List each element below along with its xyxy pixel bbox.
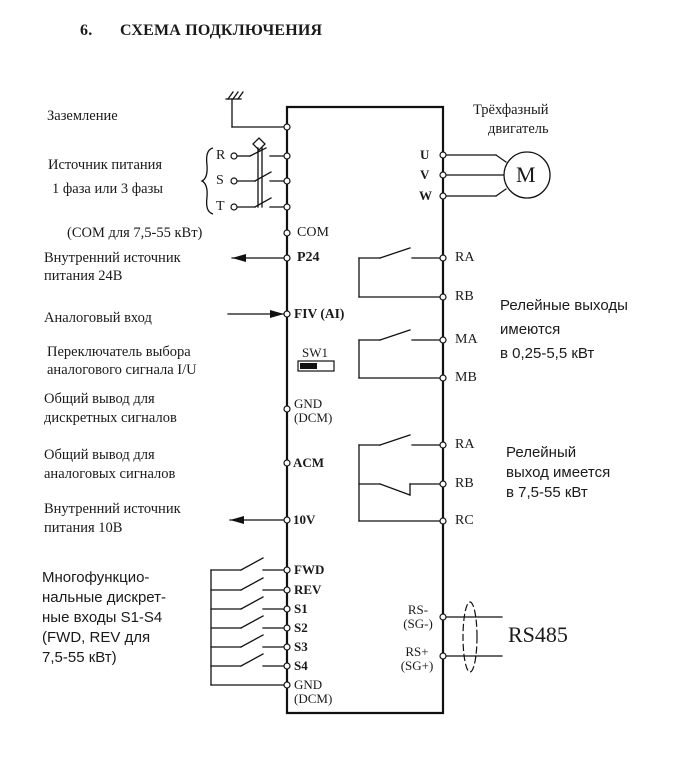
terminal-rc: RC xyxy=(455,513,474,528)
section-title: СХЕМА ПОДКЛЮЧЕНИЯ xyxy=(120,22,323,39)
label-multi-inputs-5: 7,5-55 кВт) xyxy=(42,649,117,666)
label-internal-24v-2: питания 24В xyxy=(44,268,123,284)
terminal-rs-plus-line1: RS+ xyxy=(405,644,429,659)
label-analog-input: Аналоговый вход xyxy=(44,310,152,326)
relay-small-ra-rb xyxy=(358,247,444,298)
terminal-mb: MB xyxy=(455,370,477,385)
terminal-s2: S2 xyxy=(294,620,308,635)
label-acm-common-1: Общий вывод для xyxy=(44,447,155,463)
label-dcm-common-2: дискретных сигналов xyxy=(44,410,177,426)
label-selector-1: Переключатель выбора xyxy=(47,344,191,360)
terminal-s3: S3 xyxy=(294,639,308,654)
terminal-ra-large: RA xyxy=(455,437,475,452)
label-ground: Заземление xyxy=(47,108,118,124)
phase-s: S xyxy=(216,173,224,188)
power-breaker xyxy=(237,137,288,208)
label-internal-24v-1: Внутренний источник xyxy=(44,250,181,266)
terminal-gnd1: GND (DCM) xyxy=(294,397,332,425)
label-rs485: RS485 xyxy=(508,622,568,647)
label-power-source-1: Источник питания xyxy=(48,157,163,173)
10v-arrow-icon xyxy=(230,516,244,524)
arrowheads xyxy=(230,254,317,524)
motor-wires xyxy=(442,154,507,197)
label-relay-small-2: имеются xyxy=(500,321,561,338)
terminal-gnd1-line1: GND xyxy=(294,396,323,411)
discrete-input-switches xyxy=(210,557,288,686)
label-multi-inputs-3: ные входы S1-S4 xyxy=(42,609,163,626)
p24-arrow-icon xyxy=(232,254,246,262)
shield-icon xyxy=(462,601,478,673)
terminal-ma: MA xyxy=(455,332,478,347)
terminal-acm: ACM xyxy=(293,455,325,470)
terminal-circles xyxy=(283,123,447,689)
ground-icon xyxy=(225,91,288,128)
label-multi-inputs: Многофункцио- нальные дискрет- ные входы… xyxy=(42,568,166,668)
label-dcm-common-1: Общий вывод для xyxy=(44,391,155,407)
label-motor-2: двигатель xyxy=(488,121,549,137)
label-motor-1: Трёхфазный xyxy=(473,102,549,118)
phase-brace xyxy=(200,147,214,215)
section-number: 6. xyxy=(80,22,93,39)
terminal-ra-small: RA xyxy=(455,250,475,265)
label-multi-inputs-2: нальные дискрет- xyxy=(42,589,167,606)
terminal-w: W xyxy=(419,188,432,203)
label-relay-large-3: в 7,5-55 кВт xyxy=(506,484,588,501)
motor-symbol: M xyxy=(516,162,536,187)
relay-small-ma-mb xyxy=(358,329,444,379)
terminal-rs-plus: RS+ (SG+) xyxy=(396,645,438,673)
terminal-s4: S4 xyxy=(294,658,308,673)
terminal-rs-plus-line2: (SG+) xyxy=(400,658,434,673)
page-title: 6. СХЕМА ПОДКЛЮЧЕНИЯ xyxy=(80,22,322,40)
label-relay-large-2: выход имеется xyxy=(506,464,611,481)
terminal-com: COM xyxy=(297,225,329,240)
label-internal-10v-1: Внутренний источник xyxy=(44,501,181,517)
terminal-gnd2: GND (DCM) xyxy=(294,678,332,706)
terminal-fwd: FWD xyxy=(294,562,325,577)
phase-r: R xyxy=(216,148,226,163)
label-internal-10v-2: питания 10В xyxy=(44,520,123,536)
label-multi-inputs-1: Многофункцио- xyxy=(42,569,150,586)
label-relay-large: Релейный выход имеется в 7,5-55 кВт xyxy=(506,443,610,503)
phase-t: T xyxy=(216,199,225,214)
terminal-rb-large: RB xyxy=(455,476,474,491)
terminal-rs-minus-line1: RS- xyxy=(407,602,429,617)
terminal-10v: 10V xyxy=(293,512,316,527)
terminal-gnd2-line2: (DCM) xyxy=(294,691,333,706)
terminal-u: U xyxy=(420,147,430,162)
label-selector-2: аналогового сигнала I/U xyxy=(47,362,197,378)
terminal-rb-small: RB xyxy=(455,289,474,304)
sw1-switch-knob xyxy=(300,363,317,369)
fiv-arrow-icon xyxy=(270,310,284,318)
terminal-s1: S1 xyxy=(294,601,308,616)
rs485-wires xyxy=(442,616,503,657)
label-acm-common-2: аналоговых сигналов xyxy=(44,466,176,482)
motor-icon xyxy=(503,151,551,199)
terminal-rs-minus: RS- (SG-) xyxy=(398,603,438,631)
terminal-p24: P24 xyxy=(297,250,320,265)
terminal-v: V xyxy=(420,167,430,182)
inverter-box xyxy=(285,105,445,715)
terminal-fiv: FIV (AI) xyxy=(294,306,345,321)
label-relay-small-3: в 0,25-5,5 кВт xyxy=(500,345,595,362)
terminal-gnd1-line2: (DCM) xyxy=(294,410,333,425)
label-relay-small: Релейные выходы имеются в 0,25-5,5 кВт xyxy=(500,294,628,366)
relay-large-ra-rb-rc xyxy=(358,434,444,522)
label-power-source-2: 1 фаза или 3 фазы xyxy=(52,181,164,197)
label-com-note: (COM для 7,5-55 кВт) xyxy=(67,225,203,241)
label-multi-inputs-4: (FWD, REV для xyxy=(42,629,151,646)
phase-input-circles xyxy=(230,152,238,211)
label-relay-small-1: Релейные выходы xyxy=(500,297,628,314)
terminal-rev: REV xyxy=(294,582,322,597)
terminal-rs-minus-line2: (SG-) xyxy=(403,616,433,631)
terminal-sw1: SW1 xyxy=(302,345,328,360)
terminal-gnd2-line1: GND xyxy=(294,677,323,692)
label-relay-large-1: Релейный xyxy=(506,444,577,461)
